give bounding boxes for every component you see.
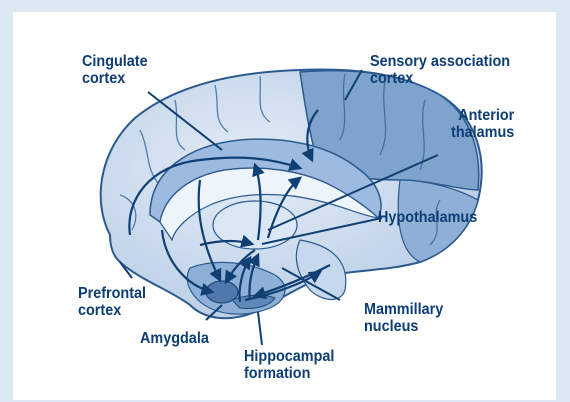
label-mammillary-nucleus: Mammillary nucleus bbox=[364, 301, 443, 335]
label-cingulate-cortex: Cingulate cortex bbox=[82, 53, 148, 87]
label-hypothalamus: Hypothalamus bbox=[378, 209, 477, 226]
label-sensory-association-cortex: Sensory association cortex bbox=[370, 53, 510, 87]
label-hippocampal-formation: Hippocampal formation bbox=[244, 348, 334, 382]
label-prefrontal-cortex: Prefrontal cortex bbox=[78, 285, 146, 319]
label-amygdala: Amygdala bbox=[140, 330, 209, 347]
label-anterior-thalamus: Anterior thalamus bbox=[451, 107, 514, 141]
